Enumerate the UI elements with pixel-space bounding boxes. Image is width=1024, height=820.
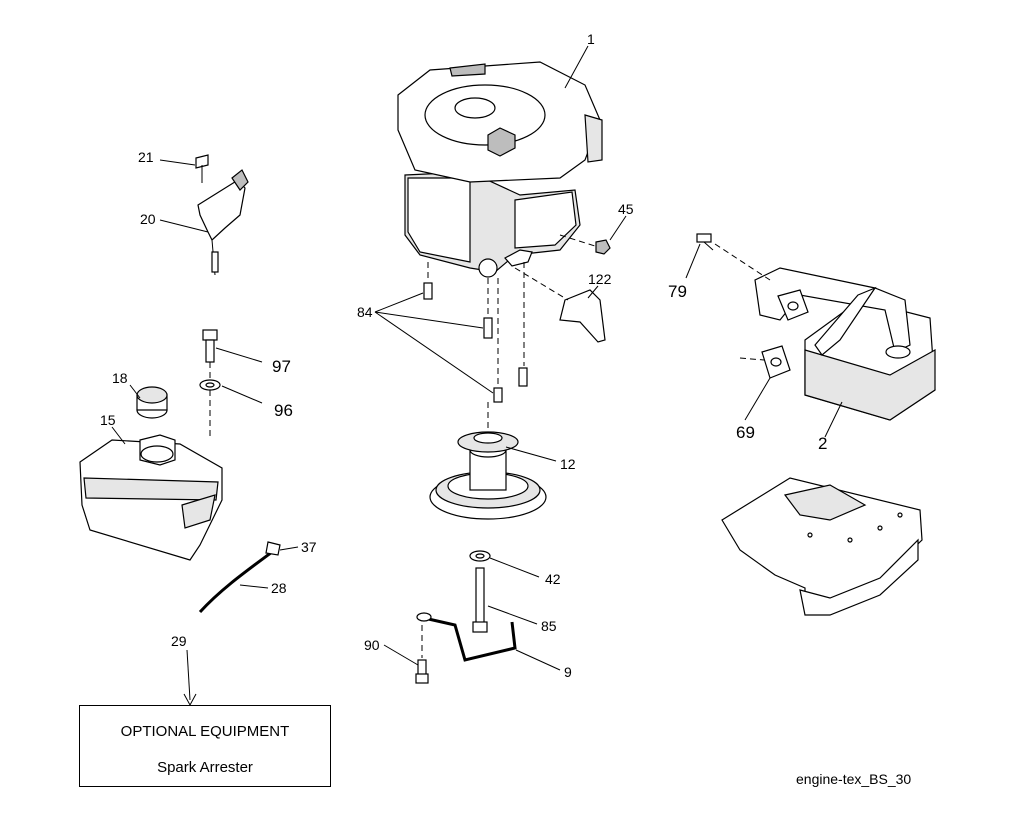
muffler: [696, 233, 936, 421]
optional-equipment-box: OPTIONAL EQUIPMENT Spark Arrester: [79, 705, 331, 787]
callout-9: 9: [564, 664, 572, 680]
callout-21: 21: [138, 149, 154, 165]
screw-and-washer: [199, 329, 221, 440]
nut: [559, 234, 611, 255]
callout-97: 97: [272, 357, 291, 376]
callout-85: 85: [541, 618, 557, 634]
engine-mount-plate: [721, 477, 923, 616]
callout-18: 18: [112, 370, 128, 386]
engine: [397, 61, 603, 278]
callout-42: 42: [545, 571, 561, 587]
diagram-caption: engine-tex_BS_30: [796, 771, 912, 787]
callout-29: 29: [171, 633, 187, 649]
callout-15: 15: [100, 412, 116, 428]
fuel-cap: [136, 386, 168, 419]
pulley: [429, 431, 547, 520]
callout-2: 2: [818, 434, 827, 453]
optional-equipment-title: OPTIONAL EQUIPMENT: [120, 723, 290, 740]
callout-12: 12: [560, 456, 576, 472]
pulley-bolt: [469, 550, 491, 633]
callout-122: 122: [588, 271, 612, 287]
leader-lines: [111, 45, 843, 707]
callout-28: 28: [271, 580, 287, 596]
callout-69: 69: [736, 423, 755, 442]
callout-37: 37: [301, 539, 317, 555]
bracket-rod: [415, 612, 517, 684]
fuel-tank: [79, 434, 223, 561]
fuel-line: [198, 541, 281, 614]
callout-79: 79: [668, 282, 687, 301]
callout-84: 84: [357, 304, 373, 320]
callout-96: 96: [274, 401, 293, 420]
callout-45: 45: [618, 201, 634, 217]
optional-equipment-subtitle: Spark Arrester: [157, 759, 253, 776]
heat-shield: [514, 267, 606, 343]
callout-labels: 1 21 20 45 122 84 79 97 18 96 15 69 2 12…: [100, 31, 827, 680]
throttle-control: [195, 154, 249, 276]
engine-bolts: [423, 262, 528, 432]
callout-20: 20: [140, 211, 156, 227]
callout-1: 1: [587, 31, 595, 47]
callout-90: 90: [364, 637, 380, 653]
